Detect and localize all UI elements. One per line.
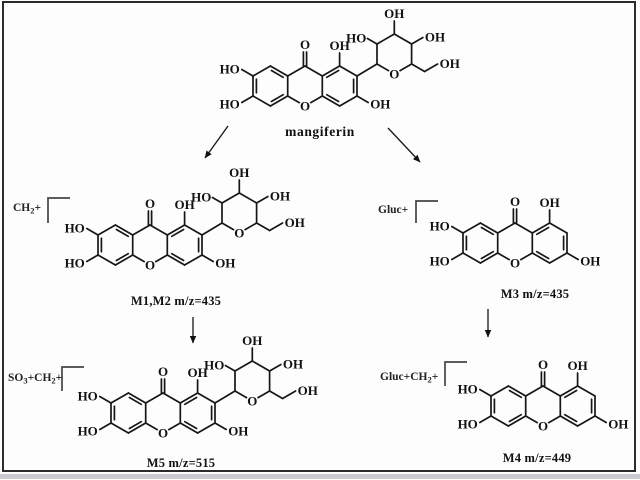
fragment-text: + [55, 372, 63, 384]
atom-label-oh: OH [242, 333, 262, 348]
atom-label-oh: OH [370, 97, 390, 112]
fragment-text: SO [8, 372, 24, 384]
atom-label-ho: HO [458, 382, 478, 397]
atom-label-oxygen: O [145, 258, 155, 273]
atom-label-oh: OH [187, 365, 207, 380]
atom-label-oh: OH [567, 358, 587, 373]
caption-m5: M5 m/z=515 [146, 456, 216, 470]
fragment-subscript: 3 [23, 375, 28, 386]
atom-label-ho: HO [65, 221, 85, 236]
atom-label-oh: OH [384, 6, 404, 21]
atom-label-ho: HO [204, 358, 224, 373]
structure-m3: O O HO HO OH OH [430, 194, 601, 271]
atom-label-oh: OH [608, 417, 628, 432]
atom-label-oh: OH [285, 215, 305, 230]
atom-label-oxygen: O [510, 256, 520, 271]
atom-label-ho: HO [191, 190, 211, 205]
caption-m4: M4 m/z=449 [502, 451, 572, 465]
fragment-text: Gluc+CH [380, 371, 428, 383]
fragment-bracket-m5 [61, 366, 84, 391]
arrow-mangiferin-to-m3 [387, 127, 421, 163]
atom-label-oxygen: O [158, 364, 168, 379]
arrow-mangiferin-to-m1m2 [204, 125, 229, 159]
fragment-label-m1m2: CH2+ [13, 202, 41, 216]
label-mangiferin: mangiferin [285, 124, 355, 139]
atom-label-oh: OH [228, 424, 248, 439]
atom-label-oh: OH [174, 197, 194, 212]
atom-label-oh: OH [270, 189, 290, 204]
atom-label-oh: OH [440, 56, 460, 71]
fragment-subscript: 2 [51, 375, 56, 386]
fragment-label-m5: SO3+CH2+ [8, 372, 62, 386]
atom-label-ho: HO [430, 254, 450, 269]
atom-label-oh: OH [329, 38, 349, 53]
fragment-subscript: 2 [30, 205, 35, 216]
scan-edge-strip [0, 474, 640, 479]
atom-label-oh: OH [215, 256, 235, 271]
atom-label-oxygen: O [538, 357, 548, 372]
fragment-bracket-m1m2 [47, 197, 70, 223]
structure-m4: O O HO HO OH OH [458, 357, 629, 434]
atom-label-ho: HO [78, 389, 98, 404]
atom-label-oxygen: O [234, 226, 244, 241]
fragment-bracket-m3 [415, 200, 438, 223]
atom-label-oh: OH [229, 165, 249, 180]
fragment-label-m3: Gluc+ [378, 204, 408, 216]
atom-label-oxygen: O [158, 426, 168, 441]
fragment-text: + [34, 202, 42, 214]
atom-label-ho: HO [65, 256, 85, 271]
atom-label-oxygen: O [389, 67, 399, 82]
atom-label-oxygen: O [247, 394, 257, 409]
caption-m3: M3 m/z=435 [500, 287, 570, 301]
fragment-text: Gluc+ [378, 204, 409, 216]
atom-label-oh: OH [580, 254, 600, 269]
fragment-label-m4: Gluc+CH2+ [380, 371, 438, 385]
atom-label-ho: HO [458, 417, 478, 432]
atom-label-ho: HO [220, 97, 240, 112]
fragment-bracket-m4 [444, 361, 467, 386]
fragment-text: +CH [27, 372, 52, 384]
caption-m1-m2: M1,M2 m/z=435 [130, 294, 222, 308]
fragment-text: + [431, 371, 439, 383]
fragment-subscript: 2 [427, 374, 432, 385]
atom-label-oxygen: O [300, 37, 310, 52]
fragment-text: CH [13, 202, 31, 214]
atom-label-ho: HO [346, 31, 366, 46]
atom-label-oxygen: O [145, 196, 155, 211]
atom-label-oh: OH [539, 195, 559, 210]
atom-label-oh: OH [425, 30, 445, 45]
atom-label-oxygen: O [300, 99, 310, 114]
atom-label-oxygen: O [538, 419, 548, 434]
atom-label-ho: HO [220, 62, 240, 77]
atom-label-oh: OH [283, 357, 303, 372]
atom-label-ho: HO [78, 424, 98, 439]
atom-label-ho: HO [430, 219, 450, 234]
atom-label-oh: OH [298, 383, 318, 398]
atom-label-oxygen: O [510, 194, 520, 209]
